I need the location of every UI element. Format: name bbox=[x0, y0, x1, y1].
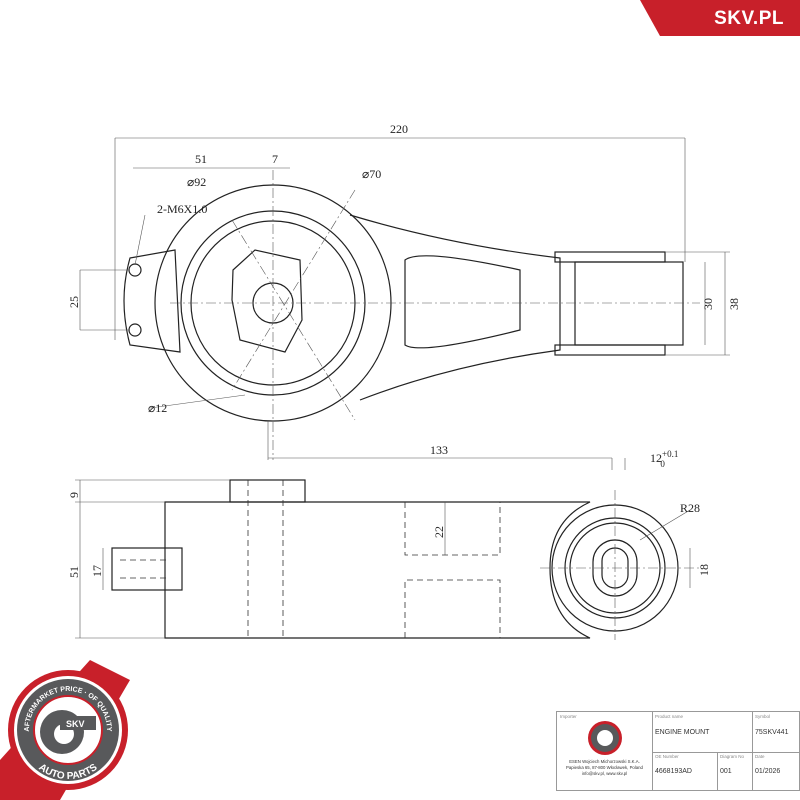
brand-name: SKV.PL bbox=[714, 8, 784, 29]
symbol: 75SKV441 bbox=[755, 729, 789, 736]
dim-dia-70: ⌀70 bbox=[362, 167, 381, 181]
title-block: Importer ESEN Wojciech Michorzowski S.K.… bbox=[556, 711, 800, 791]
skv-auto-parts-badge: SKV AFTERMARKET PRICE · OF QUALITY AUTO … bbox=[0, 660, 130, 800]
dim-22: 22 bbox=[432, 526, 446, 538]
dim-133: 133 bbox=[430, 443, 448, 457]
dim-25: 25 bbox=[67, 296, 81, 308]
importer-contact: info@skv.pl, www.skv.pl bbox=[581, 771, 628, 776]
diagram-no: 001 bbox=[720, 768, 732, 775]
symbol-label: Symbol bbox=[755, 714, 771, 719]
importer-address: Papieska 65, 87-800 Włocławek, Poland bbox=[566, 765, 643, 770]
importer-label: Importer bbox=[560, 714, 577, 719]
dim-30: 30 bbox=[701, 298, 715, 310]
dim-220: 220 bbox=[390, 122, 408, 136]
brand-banner: SKV.PL bbox=[640, 0, 800, 36]
product-name-label: Product name bbox=[655, 714, 684, 719]
date-label: Date bbox=[755, 754, 765, 759]
oe-number: 4668193AD bbox=[655, 768, 692, 775]
dim-7: 7 bbox=[272, 152, 278, 166]
dim-38: 38 bbox=[727, 298, 741, 310]
badge-center-text: SKV bbox=[66, 719, 85, 729]
dim-18: 18 bbox=[697, 564, 711, 576]
product-name: ENGINE MOUNT bbox=[655, 729, 710, 736]
diagram-label: Diagram No bbox=[720, 754, 745, 759]
top-view: 220 51 7 ⌀92 ⌀70 2-M6X1.0 25 30 38 ⌀12 1… bbox=[67, 122, 741, 470]
dim-r28: R28 bbox=[680, 501, 700, 515]
dim-thread: 2-M6X1.0 bbox=[157, 202, 207, 216]
dim-51-height: 51 bbox=[67, 566, 81, 578]
dim-9: 9 bbox=[67, 492, 81, 498]
dim-dia-12: ⌀12 bbox=[148, 401, 167, 415]
dim-51: 51 bbox=[195, 152, 207, 166]
oe-label: OE Number bbox=[655, 754, 679, 759]
side-view: 9 51 17 22 R28 18 bbox=[67, 479, 711, 640]
dim-17: 17 bbox=[90, 565, 104, 577]
importer-name: ESEN Wojciech Michorzowski S.K.A. bbox=[569, 759, 640, 764]
dim-dia-92: ⌀92 bbox=[187, 175, 206, 189]
date: 01/2026 bbox=[755, 768, 781, 775]
importer-logo bbox=[588, 721, 622, 755]
